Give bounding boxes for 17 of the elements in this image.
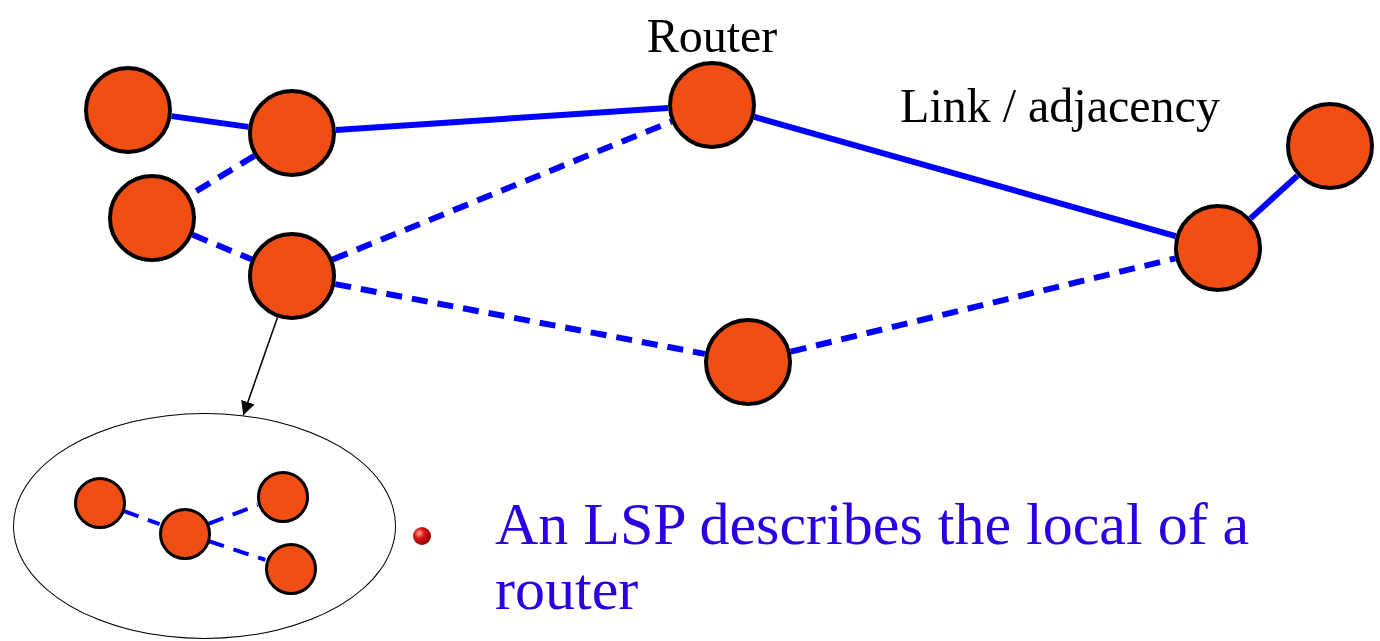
node-caption: Router	[646, 8, 778, 63]
router-circle	[74, 477, 126, 529]
link-line	[208, 539, 266, 562]
link-line	[334, 281, 706, 357]
router-circle	[159, 508, 211, 560]
link-line	[171, 113, 249, 130]
link-line	[790, 255, 1176, 355]
link-line	[753, 114, 1177, 239]
bullet-text: An LSP describes the local of a router	[495, 492, 1251, 622]
router-circle	[257, 471, 309, 523]
router-circle	[265, 543, 317, 595]
link-line	[335, 104, 669, 134]
link-line	[207, 503, 259, 526]
link-line	[191, 232, 253, 262]
link-line	[122, 509, 161, 526]
link-line	[1248, 173, 1300, 221]
arrow	[241, 316, 279, 417]
